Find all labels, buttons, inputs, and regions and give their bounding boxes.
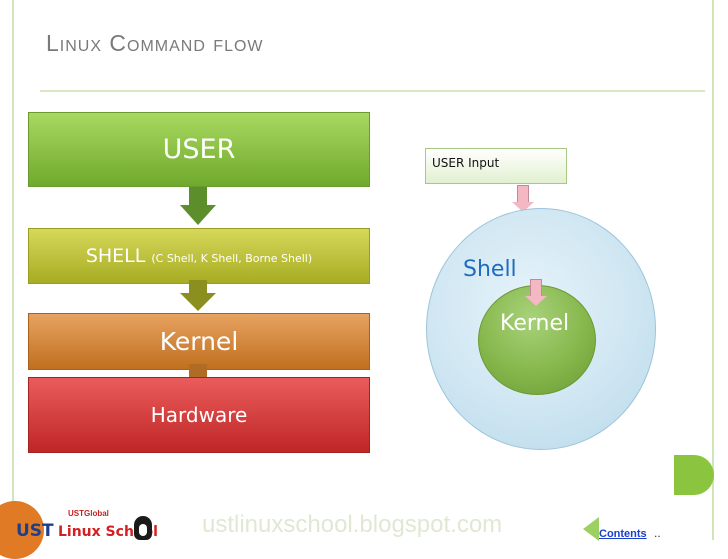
shell-layer-types: (C Shell, K Shell, Borne Shell) [151, 251, 313, 265]
user-layer-label: USER [162, 134, 236, 165]
shell-layer: SHELL (C Shell, K Shell, Borne Shell) [28, 228, 370, 284]
logo-global: USTGlobal [68, 509, 109, 518]
slide-frame [12, 0, 714, 540]
penguin-icon [134, 516, 152, 540]
down-arrow-icon [180, 280, 216, 314]
slide-title: Linux Command flow [46, 30, 264, 56]
kernel-layer: Kernel [28, 313, 370, 370]
kernel-layer-label: Kernel [159, 327, 239, 356]
shell-layer-label: SHELL [85, 245, 146, 267]
user-layer: USER [28, 112, 370, 187]
contents-dots: .. [654, 526, 661, 540]
decor-half-circle [674, 455, 714, 495]
hardware-layer: Hardware [28, 377, 370, 453]
contents-link[interactable]: Contents [599, 528, 647, 540]
logo-school: Linux School [58, 524, 158, 540]
down-arrow-icon [525, 279, 547, 307]
hardware-layer-label: Hardware [150, 403, 248, 427]
user-input-box: USER Input [425, 148, 567, 184]
back-arrow-icon[interactable] [583, 517, 601, 541]
kernel-circle-label: Kernel [500, 311, 570, 336]
down-arrow-icon [180, 187, 216, 228]
title-divider [40, 90, 705, 92]
logo-ust: UST [16, 521, 54, 541]
shell-circle-label: Shell [463, 257, 517, 282]
blog-url: ustlinuxschool.blogspot.com [202, 511, 503, 538]
down-arrow-icon [512, 185, 534, 212]
